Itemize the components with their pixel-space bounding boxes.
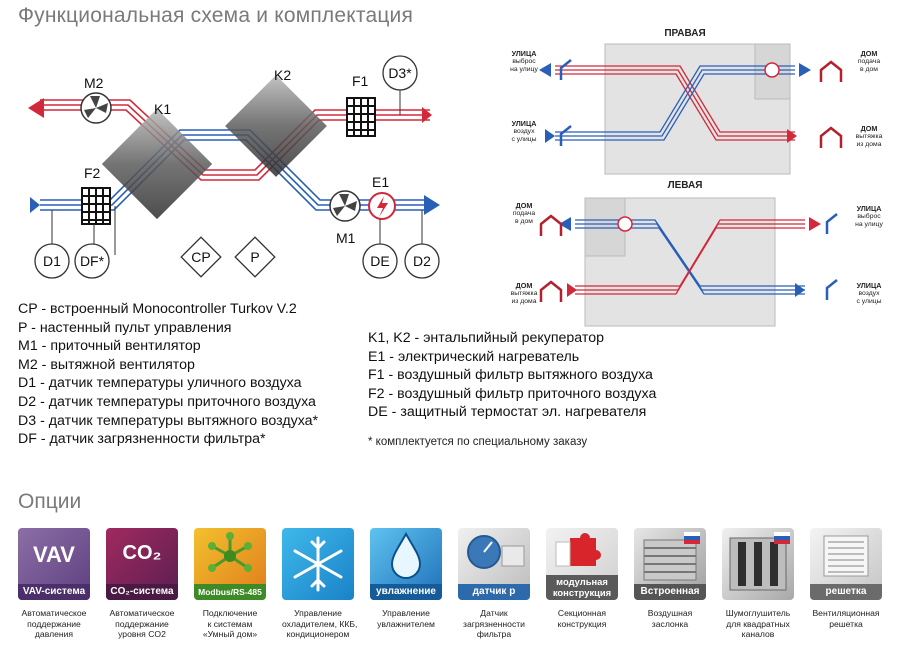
exhaust-airflow — [40, 99, 430, 181]
silencer-icon — [722, 528, 794, 600]
snowflake-icon — [282, 528, 354, 600]
legend-right: K1, K2 - энтальпийный рекуператор E1 - э… — [368, 329, 656, 422]
recuperator-k1 — [101, 108, 213, 220]
label-d2: D2 — [413, 253, 431, 269]
legend-item: P - настенный пульт управления — [18, 319, 232, 336]
label-d3: D3* — [388, 65, 412, 81]
label-m1: M1 — [336, 230, 356, 246]
variant-left-title: ЛЕВАЯ — [668, 180, 703, 191]
label-e1: E1 — [372, 174, 389, 190]
unit-left — [539, 197, 838, 327]
label-de: DE — [370, 253, 389, 269]
label-m2: M2 — [84, 75, 104, 91]
option-co2-big: CO₂ — [122, 542, 162, 564]
page-title: Функциональная схема и комплектация — [18, 4, 414, 27]
vav-icon: VAV VAV-система — [18, 528, 90, 600]
legend-item: DF - датчик загрязненности фильтра* — [18, 431, 266, 448]
option-filter-sensor-band: датчик р — [458, 584, 530, 600]
label-d1: D1 — [43, 253, 61, 269]
option-co2-band: CO₂-система — [106, 584, 178, 600]
variant-right-title: ПРАВАЯ — [664, 28, 705, 39]
legend-item: F2 - воздушный фильтр приточного воздуха — [368, 385, 657, 402]
pressure-sensor-icon: датчик р — [458, 528, 530, 600]
divider — [0, 480, 900, 481]
label-k1: K1 — [154, 101, 171, 117]
footnote: * комплектуется по специальному заказу — [368, 436, 588, 448]
legend-item: CP - встроенный Monocontroller Turkov V.… — [18, 301, 297, 317]
label-p: P — [250, 249, 259, 265]
option-grille-band: решетка — [810, 584, 882, 600]
legend-item: M2 - вытяжной вентилятор — [18, 356, 195, 373]
option-vav-band: VAV-система — [18, 584, 90, 600]
option-vav-big: VAV — [33, 542, 75, 567]
option-damper-band: Встроенная — [634, 584, 706, 600]
legend-item: M1 - приточный вентилятор — [18, 338, 201, 355]
label-f2: F2 — [84, 165, 101, 181]
option-humidification-band: увлажнение — [370, 584, 442, 600]
legend-item: F1 - воздушный фильтр вытяжного воздуха — [368, 367, 653, 384]
grille-icon: решетка — [810, 528, 882, 600]
recuperator-k2 — [225, 75, 327, 177]
unit-right — [539, 43, 843, 175]
variant-schemes: ПРАВАЯ ЛЕВАЯ — [539, 28, 843, 327]
legend-item: D3 - датчик температуры вытяжного воздух… — [18, 412, 319, 429]
label-cp: CP — [191, 249, 210, 265]
water-drop-icon: увлажнение — [370, 528, 442, 600]
functional-diagram: M2 K1 K2 F1 F2 M1 E1 D3* D1 DF* CP P DE … — [28, 55, 440, 279]
legend-item: D1 - датчик температуры уличного воздуха — [18, 375, 302, 392]
legend-item: K1, K2 - энтальпийный рекуператор — [368, 330, 605, 346]
damper-icon: Встроенная — [634, 528, 706, 600]
legend-item: D2 - датчик температуры приточного возду… — [18, 393, 316, 410]
label-df: DF* — [80, 253, 105, 269]
legend-item: DE - защитный термостат эл. нагревателя — [368, 404, 647, 421]
label-k2: K2 — [274, 67, 291, 83]
legend-item: E1 - электрический нагреватель — [368, 348, 580, 365]
co2-icon: CO₂ CO₂-система — [106, 528, 178, 600]
smart-home-icon: Modbus/RS-485 — [194, 528, 266, 600]
options-title: Опции — [18, 490, 82, 513]
label-f1: F1 — [352, 73, 369, 89]
option-modbus-band: Modbus/RS-485 — [194, 584, 266, 600]
legend-left: CP - встроенный Monocontroller Turkov V.… — [18, 300, 318, 449]
